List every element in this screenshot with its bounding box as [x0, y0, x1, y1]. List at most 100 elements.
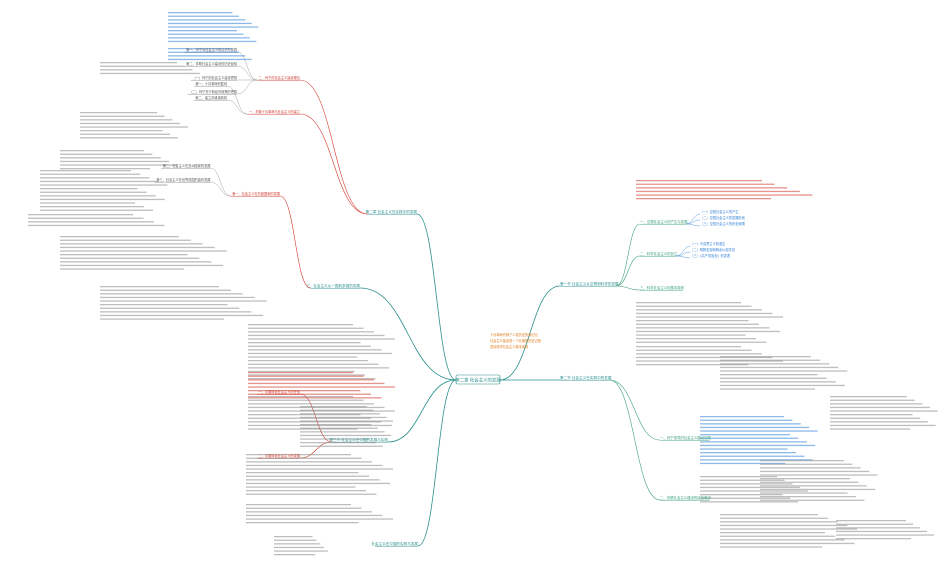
detail-text-line [246, 486, 356, 488]
detail-text-line [700, 423, 801, 425]
detail-text-line [100, 300, 267, 302]
detail-text-line [700, 494, 783, 496]
detail-text-line [248, 386, 395, 388]
detail-text-line [80, 115, 165, 117]
right-subtopic-label[interactable]: 一、空想社会主义的产生与发展 [640, 219, 688, 224]
left-branch-label[interactable]: 第二章 社会主义在实践中的发展 [366, 209, 418, 214]
left-branch-label[interactable]: 社会主义在中国的实践与发展 [371, 541, 418, 546]
connector-curve [676, 245, 691, 257]
detail-text-line [636, 323, 759, 325]
left-branch-label[interactable]: 三、社会主义从一国到多国的发展 [306, 283, 360, 288]
detail-text-line [760, 470, 870, 473]
left-item-label[interactable]: 第二、建立苏维埃政权 [195, 95, 228, 100]
detail-text-line [246, 454, 351, 456]
right-subtopic-label[interactable]: 二、科学社会主义的创立 [640, 251, 678, 256]
detail-text-line [636, 356, 773, 359]
left-item-label[interactable]: 第一、列宁对社会主义的认识与实践 [186, 47, 238, 52]
left-subtopic-label[interactable]: 二、中国特色社会主义的发展 [259, 453, 301, 458]
right-subtopic-label[interactable]: 二、苏联社会主义建设的经验教训 [660, 495, 711, 500]
detail-text-line [248, 396, 353, 398]
left-item-label[interactable]: 第三、社会主义在世界范围的曲折发展 [156, 177, 211, 182]
right-branch-label[interactable]: 第二节 社会主义在实践中的发展 [560, 375, 612, 380]
detail-text-line [80, 130, 163, 132]
detail-text-line [100, 314, 264, 317]
detail-text-line [60, 150, 144, 152]
detail-text-line [246, 493, 377, 495]
right-branch-label[interactable]: 第一节 社会主义从空想到科学的发展 [560, 281, 619, 286]
left-subtopic-label[interactable]: 一、苏俄十月革命与社会主义的建立 [249, 109, 301, 114]
detail-text-line [246, 507, 362, 509]
detail-text-line [248, 352, 392, 355]
detail-text-line [248, 375, 364, 377]
detail-text-line [720, 384, 845, 387]
right-item-label[interactable]: （二）空想社会主义的发展阶段 [700, 215, 745, 220]
detail-text-line [40, 170, 131, 172]
detail-text-line [246, 475, 369, 477]
detail-text-line [830, 403, 923, 405]
note-label[interactable]: 十月革命开辟了人类历史的新纪元 [490, 332, 539, 337]
right-subtopic-label[interactable]: 一、列宁领导的社会主义建设实践 [660, 435, 711, 440]
detail-text-line [60, 254, 188, 256]
detail-text-line [700, 452, 796, 454]
detail-text-line [168, 58, 252, 61]
right-item-label[interactable]: （二）唯物史观和剩余价值学说 [690, 247, 735, 252]
left-subtopic-label[interactable]: 二、列宁的社会主义建设理论 [259, 75, 301, 80]
left-item-label[interactable]: 第二、苏联社会主义建设的历史经验 [186, 61, 238, 66]
right-subtopic-label[interactable]: 三、科学社会主义的基本原则 [640, 285, 685, 290]
detail-text-line [274, 550, 328, 552]
detail-text-line [80, 112, 157, 114]
detail-text-line [700, 444, 816, 447]
left-subtopic-label[interactable]: 一、中国特色社会主义的开创 [259, 389, 300, 394]
connector-curve [237, 65, 258, 81]
detail-text-blocks [28, 12, 938, 556]
left-item-label[interactable]: 第二、社会主义在亚洲国家的发展 [163, 163, 212, 168]
central-topic-box[interactable] [455, 374, 501, 385]
detail-text-line [248, 390, 361, 392]
left-item-label[interactable]: 第一、十月革命的胜利 [195, 81, 227, 86]
connector-curve [210, 167, 231, 197]
detail-text-line [248, 356, 358, 358]
detail-text-line [830, 414, 913, 416]
left-branch-label[interactable]: 第三节 社会主义在中国的发展与实践 [329, 437, 388, 442]
left-item-label[interactable]: （一）列宁的社会主义建设思想 [192, 75, 237, 80]
central-topic-label[interactable]: 第二章 社会主义的发展 [455, 377, 501, 384]
detail-text-line [700, 437, 799, 439]
note-label[interactable]: 坚持科学社会主义基本原则 [490, 344, 528, 349]
left-subtopic-label[interactable]: 第一、社会主义在东欧国家的发展 [232, 191, 281, 196]
detail-text-line [248, 367, 389, 369]
detail-text-line [168, 22, 252, 25]
detail-text-line [40, 184, 168, 186]
detail-text-line [246, 518, 393, 520]
detail-text-line [836, 520, 906, 522]
detail-text-line [720, 366, 839, 369]
connector-lines [154, 51, 710, 547]
left-item-label[interactable]: （二）列宁关于新经济政策的思想 [189, 89, 238, 94]
detail-text-line [760, 485, 867, 487]
right-item-label[interactable]: （三）《共产党宣言》的发表 [690, 253, 731, 258]
detail-text-line [40, 195, 156, 197]
detail-text-line [40, 198, 165, 201]
detail-text-line [636, 198, 771, 200]
detail-text-line [100, 286, 219, 288]
right-item-label[interactable]: （一）空想社会主义的产生 [700, 209, 739, 214]
detail-text-line [60, 160, 170, 163]
detail-text-line [700, 441, 807, 443]
detail-text-line [300, 434, 392, 437]
connector-curve [615, 223, 641, 287]
detail-text-line [248, 428, 358, 430]
detail-text-line [246, 479, 380, 481]
detail-text-line [760, 460, 844, 462]
detail-text-line [28, 214, 133, 216]
detail-text-line [248, 345, 371, 347]
detail-text-line [636, 312, 773, 315]
detail-text-line [60, 164, 178, 166]
right-item-label[interactable]: （一）马克思主义的诞生 [690, 241, 726, 246]
note-label[interactable]: 社会主义建设是一个长期的历史过程 [490, 338, 542, 343]
right-item-label[interactable]: （三）空想社会主义的历史局限 [700, 221, 745, 226]
detail-text-line [300, 406, 367, 408]
detail-text-line [168, 26, 259, 28]
detail-text-line [830, 428, 911, 430]
detail-text-line [830, 406, 931, 409]
detail-text-line [248, 379, 374, 381]
